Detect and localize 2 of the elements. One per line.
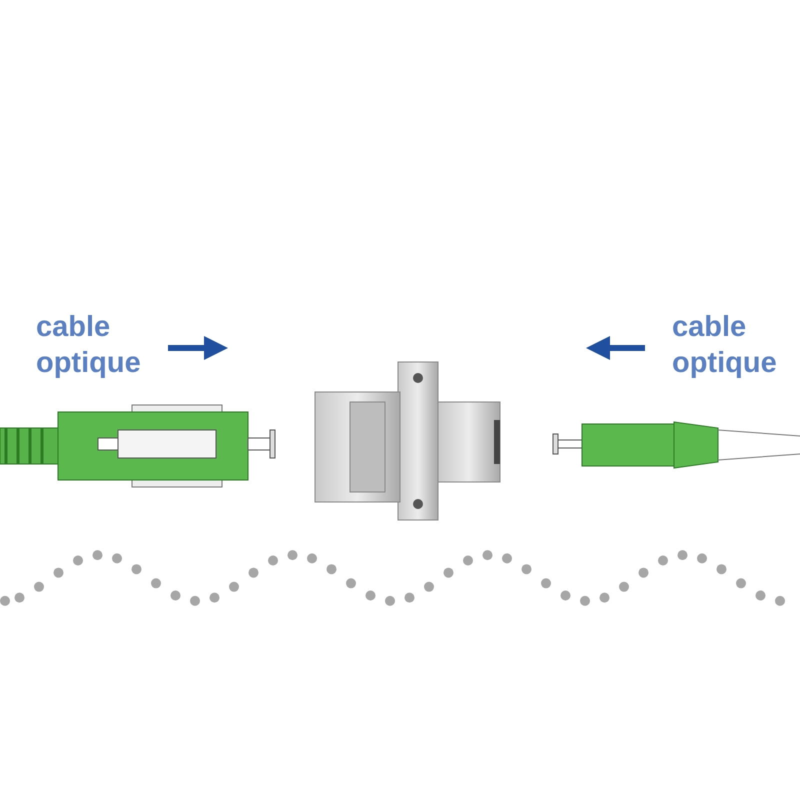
cable-label: cable optique [672, 310, 778, 381]
cable-label: cable optique [36, 310, 142, 381]
